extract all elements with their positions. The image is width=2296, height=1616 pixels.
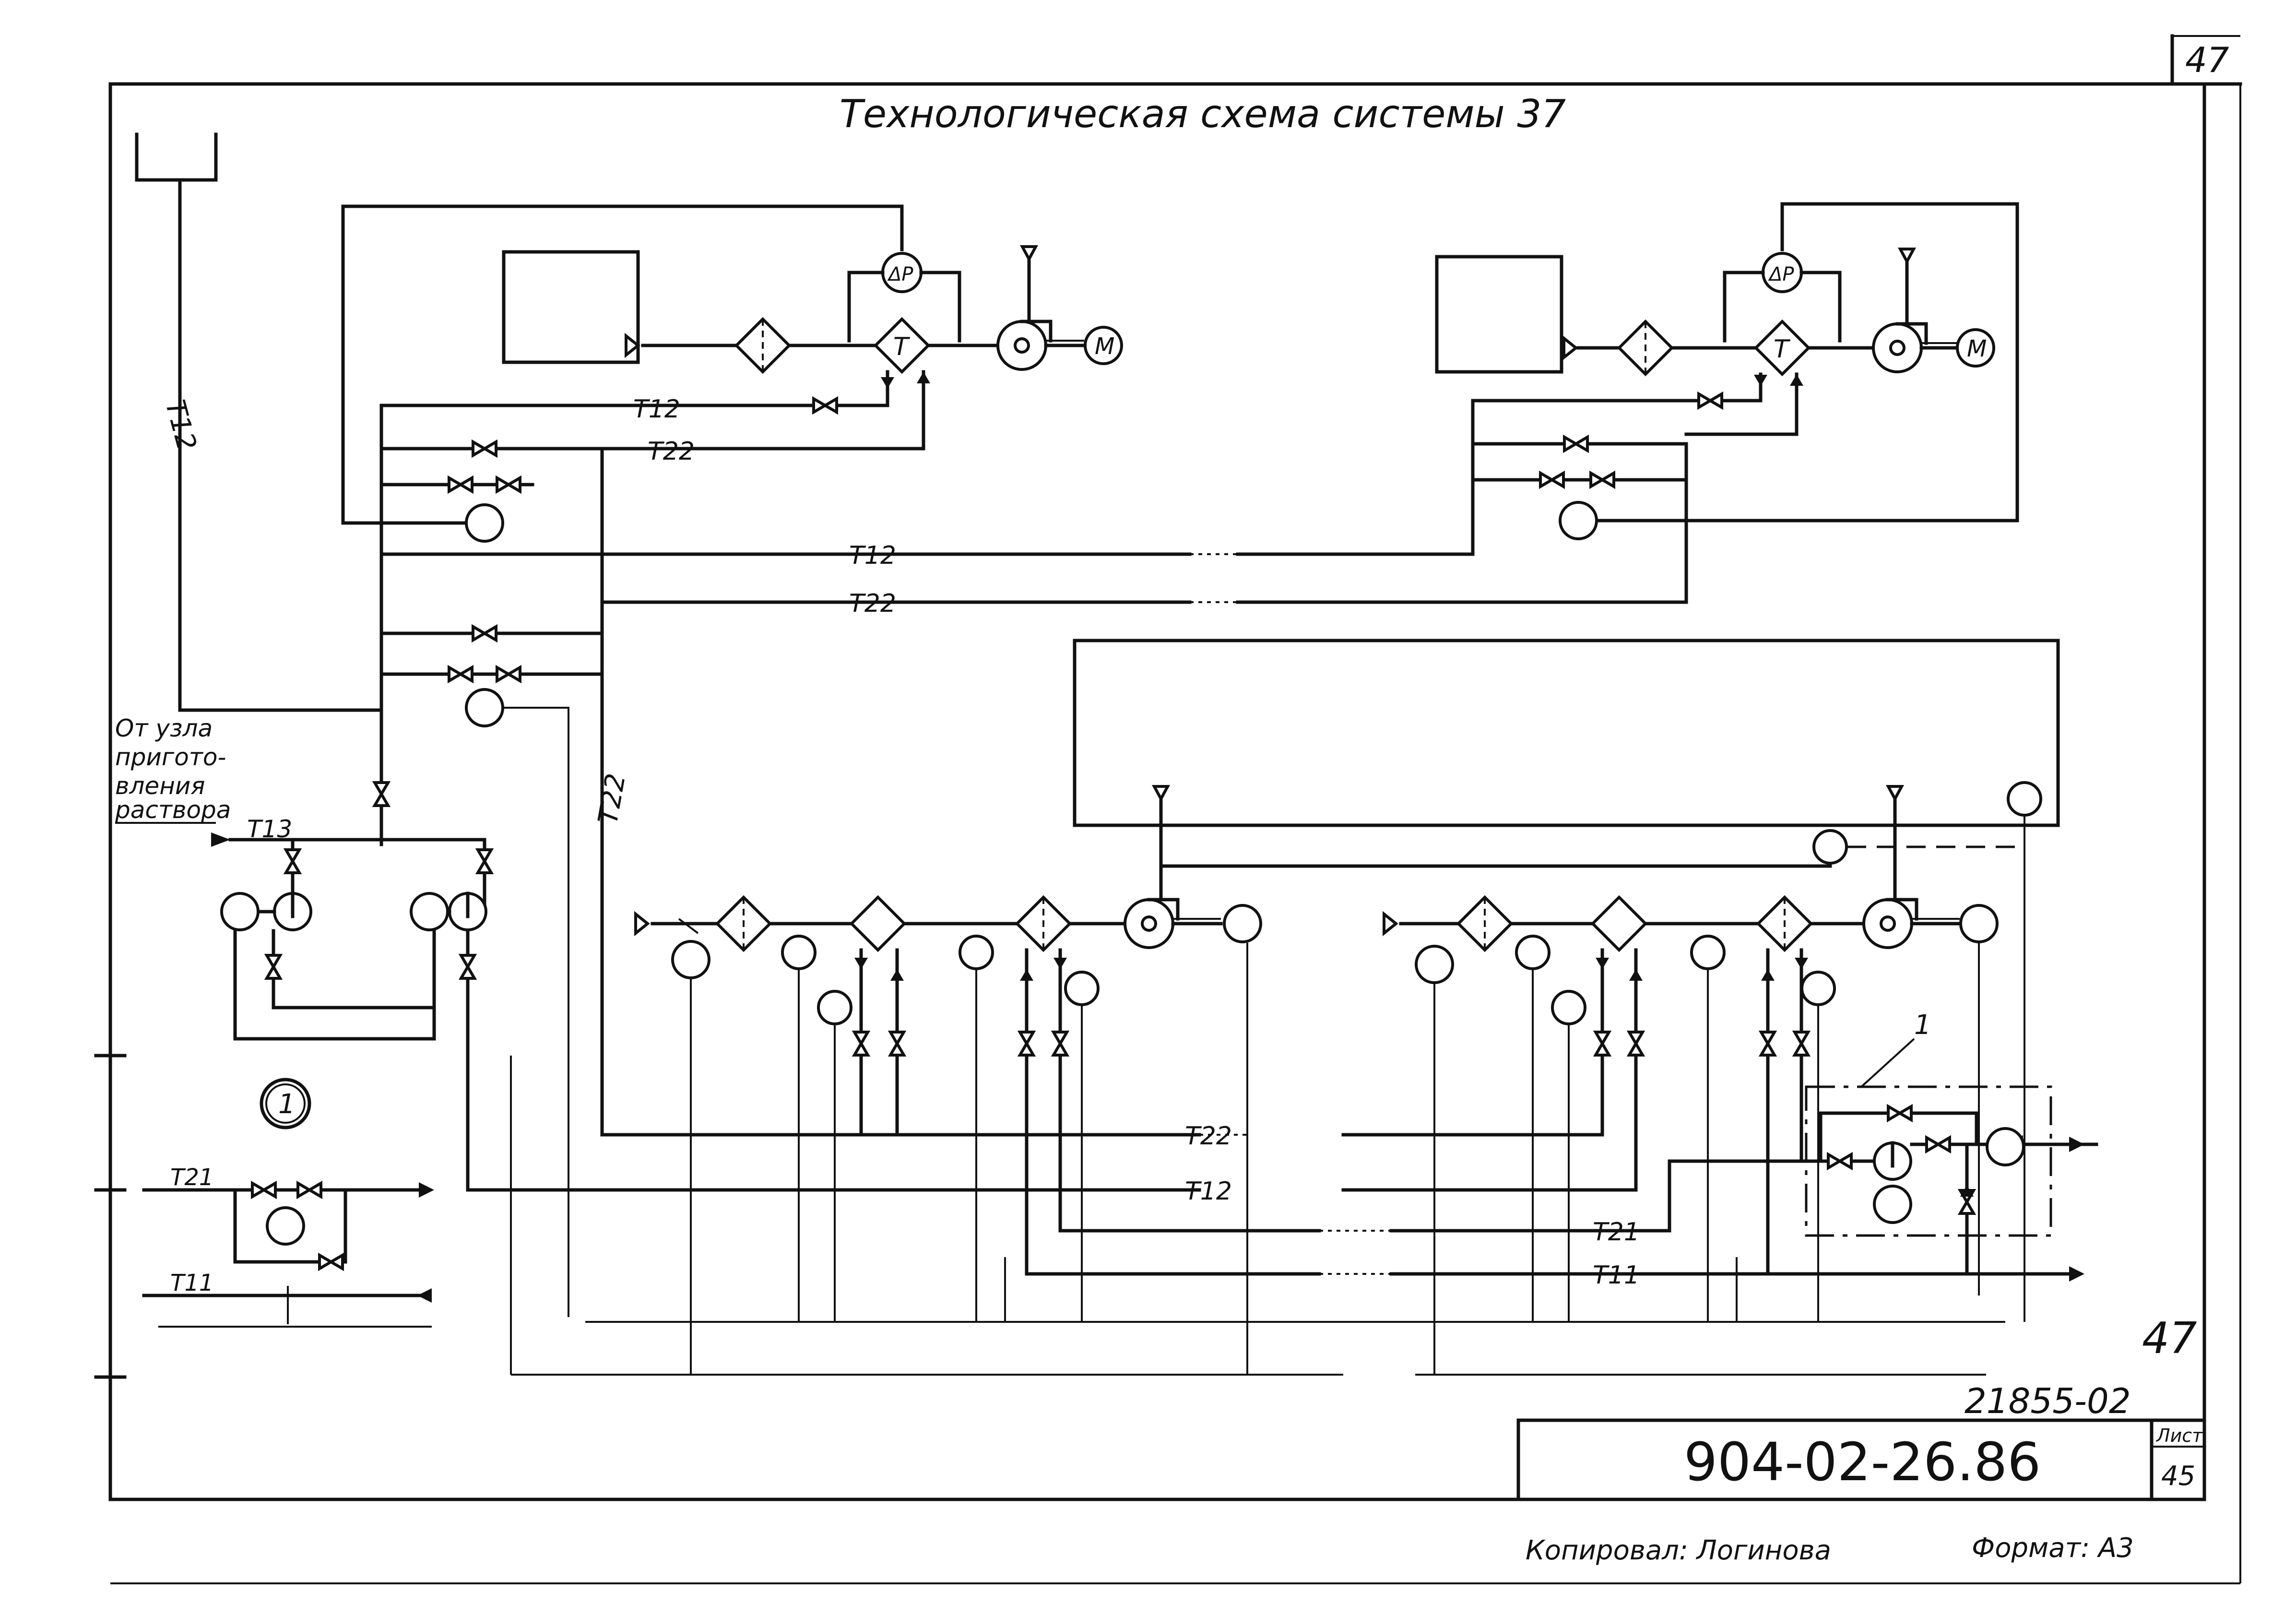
- label-dp-a: ΔР: [887, 263, 913, 285]
- label-t13: Т13: [247, 815, 292, 843]
- sheet-title: Технологическая схема системы 37: [840, 92, 1566, 136]
- label-t22-vertical: Т22: [592, 771, 632, 826]
- label-t22-c: Т22: [1185, 1122, 1232, 1151]
- source-line-3: вления: [115, 772, 205, 800]
- item-1-label: 1: [1914, 1010, 1931, 1041]
- sheet-frame: [94, 34, 2242, 1584]
- expansion-tank: [135, 132, 383, 712]
- label-t22-a: Т22: [648, 437, 695, 466]
- label-t22-b: Т22: [849, 589, 896, 618]
- label-t12-c: Т12: [1185, 1177, 1232, 1206]
- sheet-label: Лист: [2155, 1425, 2203, 1446]
- served-room: [1073, 639, 2060, 827]
- label-t11-detail: Т11: [170, 1270, 213, 1296]
- label-motor-a: М: [1095, 333, 1114, 360]
- ahu-upper-right: [1435, 202, 2019, 604]
- detail-1: [142, 1078, 434, 1328]
- label-dp-b: ΔР: [1768, 263, 1794, 285]
- ahu-upper-left: [341, 204, 1192, 1317]
- label-heater-b: Т: [1774, 335, 1791, 364]
- format: Формат: А3: [1972, 1533, 2134, 1564]
- pump-station: [211, 783, 491, 1192]
- source-line-2: пригото-: [115, 743, 226, 771]
- drawing-code: 904-02-26.86: [1684, 1431, 2041, 1493]
- detail-1-label: 1: [278, 1089, 296, 1120]
- label-t12-b: Т12: [849, 541, 896, 570]
- ahu-lower-right: [1159, 783, 2041, 1276]
- handwritten-number: 47: [2142, 1313, 2197, 1364]
- source-line-4: раствора: [115, 796, 231, 824]
- mixing-unit-1: [1668, 1038, 2098, 1276]
- page-number-top: 47: [2185, 40, 2229, 80]
- copied-by: Копировал: Логинова: [1526, 1535, 1831, 1566]
- trunk-lines: [466, 816, 2084, 1376]
- label-heater-a: Т: [893, 333, 911, 361]
- label-motor-b: М: [1967, 335, 1987, 362]
- label-t11-c: Т11: [1593, 1261, 1640, 1290]
- archive-number: 21855-02: [1965, 1381, 2131, 1421]
- ahu-lower-left: [634, 786, 1261, 1276]
- source-line-1: От узла: [115, 714, 213, 742]
- label-t12-vertical: Т12: [159, 397, 202, 454]
- label-t21-c: Т21: [1593, 1218, 1640, 1247]
- label-t12-a: Т12: [633, 395, 680, 424]
- label-t21-detail: Т21: [170, 1164, 213, 1191]
- title-block: [1516, 1418, 2206, 1501]
- sheet-number: 45: [2161, 1461, 2195, 1492]
